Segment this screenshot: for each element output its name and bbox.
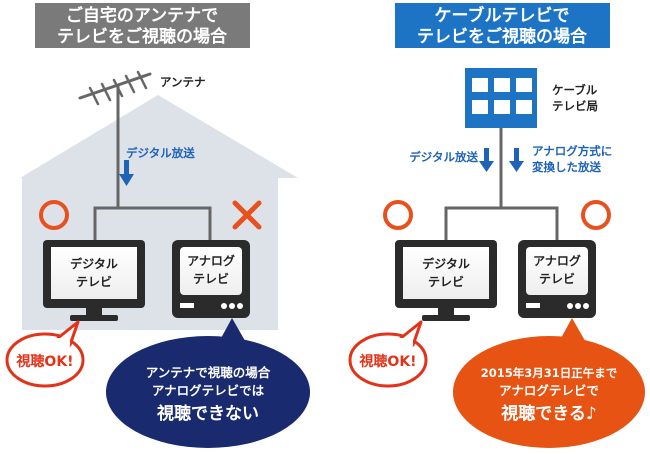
left-header-line-2: テレビをご視聴の場合 — [57, 26, 228, 47]
left-ng-bubble-line-3: 視聴できない — [156, 403, 259, 424]
left-analog-tv-label-1: アナログ — [187, 253, 235, 268]
station-label-2: テレビ局 — [552, 99, 598, 113]
right-analog-arrow-icon — [509, 148, 524, 172]
left-ok-mark-icon — [39, 200, 69, 230]
right-wiring — [444, 206, 559, 240]
right-header-line-1: ケーブルテレビで — [435, 5, 570, 26]
right-header-box — [395, 3, 610, 48]
left-header-box — [35, 3, 250, 48]
antenna-label: アンテナ — [160, 75, 206, 89]
left-digital-tv-icon — [43, 240, 145, 321]
right-analog-ok-bubble — [453, 318, 645, 448]
cable-station-icon — [465, 68, 537, 128]
left-ng-bubble — [106, 318, 310, 448]
right-ok-bubble — [348, 320, 428, 388]
left-ng-mark-icon — [232, 200, 262, 230]
right-analog-ok-bubble-line-1: 2015年3月31日正午まで — [481, 366, 618, 380]
left-ng-bubble-line-2: アナログテレビでは — [152, 383, 265, 398]
right-digital-broadcast-label: デジタル放送 — [409, 150, 478, 164]
right-analog-tv-label-2: テレビ — [539, 271, 575, 286]
right-analog-converted-label-1: アナログ方式に — [532, 144, 612, 158]
right-ok-mark-right-icon — [581, 200, 611, 230]
right-panel: ケーブルテレビで テレビをご視聴の場合 ケーブル テレビ局 デジタル放送 アナロ… — [348, 3, 645, 448]
right-digital-tv-label-1: デジタル — [422, 256, 470, 271]
right-header-line-2: テレビをご視聴の場合 — [417, 26, 588, 47]
right-digital-arrow-icon — [479, 148, 494, 172]
right-ok-mark-left-icon — [383, 200, 413, 230]
left-header-line-1: ご自宅のアンテナで — [66, 5, 218, 26]
left-analog-tv-label-2: テレビ — [193, 271, 229, 286]
right-analog-converted-label-2: 変換した放送 — [532, 160, 601, 174]
left-digital-broadcast-label: デジタル放送 — [126, 146, 195, 160]
right-analog-tv-label-1: アナログ — [533, 253, 581, 268]
left-digital-tv-label-2: テレビ — [76, 274, 112, 289]
right-digital-tv-label-2: テレビ — [428, 274, 464, 289]
left-ng-bubble-line-1: アンテナで視聴の場合 — [146, 365, 271, 380]
right-analog-ok-bubble-line-3: 視聴できる♪ — [500, 403, 597, 424]
left-digital-tv-label-1: デジタル — [70, 256, 118, 271]
station-label-1: ケーブル — [552, 83, 598, 97]
right-analog-tv-icon — [518, 240, 596, 318]
right-digital-tv-icon — [395, 240, 497, 321]
antenna-icon — [78, 70, 152, 210]
left-ok-bubble — [5, 320, 85, 388]
left-panel: ご自宅のアンテナで テレビをご視聴の場合 アンテナ デジタル放送 — [5, 3, 310, 448]
left-down-arrow-icon — [119, 160, 134, 186]
left-ok-bubble-text: 視聴OK! — [15, 353, 73, 370]
left-analog-tv-icon — [172, 240, 250, 318]
left-wiring — [93, 206, 212, 240]
right-ok-bubble-text: 視聴OK! — [358, 353, 416, 370]
right-analog-ok-bubble-line-2: アナログテレビで — [499, 383, 599, 398]
